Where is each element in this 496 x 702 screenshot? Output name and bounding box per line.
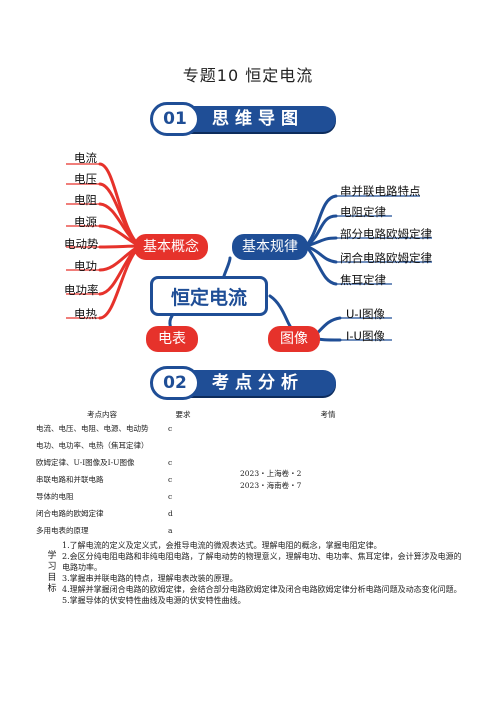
exam-item: 2023・上海卷・2: [240, 468, 302, 478]
section-banner-analysis: 02 考点分析: [150, 366, 336, 400]
law-leaf: 电阻定律: [340, 205, 386, 219]
page-title: 专题10 恒定电流: [182, 66, 314, 85]
table-cell-req: a: [168, 526, 173, 535]
banner-label: 考点分析: [212, 373, 304, 393]
table-cell-req: c: [168, 492, 173, 501]
goals-list: 1.了解电流的定义及定义式，会推导电流的微观表达式。理解电阻的概念，掌握电阻定律…: [62, 540, 462, 606]
law-leaf: 闭合电路欧姆定律: [340, 251, 432, 265]
exam-cell: 2023・上海卷・2 2023・海南卷・7: [198, 420, 458, 539]
goals-heading-char: 标: [47, 584, 57, 594]
table-cell-req: c: [168, 475, 173, 484]
graph-leaf: U-I图像: [346, 307, 385, 321]
table-cell-req: [168, 437, 198, 454]
goal-item: 3.掌握串并联电路的特点，理解电表改装的原理。: [62, 574, 238, 583]
law-leaf: 部分电路欧姆定律: [340, 227, 432, 241]
learning-goals: 学 习 目 标 1.了解电流的定义及定义式，会推导电流的微观表达式。理解电阻的概…: [42, 540, 462, 606]
goal-item: 4.理解并掌握闭合电路的欧姆定律，会结合部分电路欧姆定律及闭合电路欧姆定律分析电…: [62, 585, 462, 594]
banner-label: 思维导图: [212, 109, 304, 129]
exam-item: 2023・海南卷・7: [240, 480, 302, 490]
concept-leaf: 电功: [74, 259, 97, 273]
table-cell-req: c: [168, 424, 173, 433]
table-cell-req: d: [168, 509, 173, 518]
hub-basic-concept: 基本概念: [134, 234, 208, 260]
banner-number: 01: [150, 102, 200, 136]
table-cell-req: c: [168, 458, 173, 467]
section-banner-mindmap: 01 思维导图: [150, 102, 336, 136]
goal-item: 5.掌握导体的伏安特性曲线及电源的伏安特性曲线。: [62, 596, 246, 605]
goals-heading: 学 习 目 标: [42, 540, 62, 606]
knowledge-table: 考点内容 要求 考情 电流、电压、电阻、电源、电动势 c 2023・上海卷・2 …: [36, 408, 458, 539]
col-header: 考点内容: [87, 409, 117, 419]
concept-leaf: 电压: [74, 172, 97, 186]
graph-leaf: I-U图像: [346, 329, 385, 343]
table-cell-content: 欧姆定律、U-I图像及I-U图像: [36, 458, 135, 467]
hub-basic-law: 基本规律: [232, 234, 308, 260]
concept-leaf: 电源: [74, 215, 97, 229]
table-cell-content: 电流、电压、电阻、电源、电动势: [36, 424, 149, 433]
goals-heading-char: 学: [47, 551, 57, 561]
table-cell-content: 电功、电功率、电热（焦耳定律）: [36, 441, 149, 450]
hub-meter: 电表: [146, 326, 198, 352]
table-cell-content: 串联电路和并联电路: [36, 475, 104, 484]
table-cell-content: 多用电表的原理: [36, 526, 89, 535]
concept-leaf: 电动势: [64, 237, 99, 251]
concept-leaf: 电流: [74, 151, 97, 165]
table-cell-content: 导体的电阻: [36, 492, 74, 501]
mindmap-center: 恒定电流: [150, 276, 268, 316]
banner-number: 02: [150, 366, 200, 400]
concept-leaf: 电功率: [64, 283, 99, 297]
law-leaf: 串并联电路特点: [340, 184, 421, 198]
col-header: 要求: [175, 409, 191, 419]
col-header: 考情: [320, 409, 336, 419]
concept-leaf: 电热: [74, 307, 97, 321]
goal-item: 2.会区分纯电阻电路和非纯电阻电路，了解电动势的物理意义，理解电功、电功率、焦耳…: [62, 552, 462, 572]
concept-leaf: 电阻: [74, 193, 97, 207]
goal-item: 1.了解电流的定义及定义式，会推导电流的微观表达式。理解电阻的概念，掌握电阻定律…: [62, 541, 382, 550]
hub-graph: 图像: [268, 326, 320, 352]
goals-heading-char: 习: [47, 562, 57, 572]
law-leaf: 焦耳定律: [340, 273, 386, 287]
goals-heading-char: 目: [47, 573, 57, 583]
table-cell-content: 闭合电路的欧姆定律: [36, 509, 104, 518]
